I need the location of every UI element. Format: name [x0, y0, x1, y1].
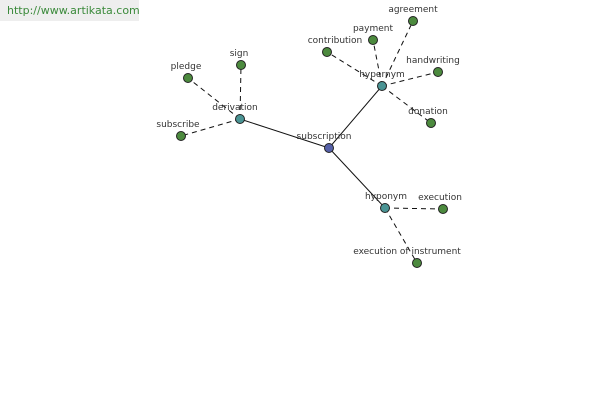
graph-nodes: [176, 16, 448, 268]
label-handwriting[interactable]: handwriting: [406, 56, 460, 66]
edge-derivation-to-pledge: [187, 77, 241, 120]
label-sign[interactable]: sign: [230, 49, 249, 59]
label-subscribe[interactable]: subscribe: [156, 120, 200, 130]
label-execution[interactable]: execution: [418, 193, 462, 203]
node-hyponym[interactable]: [380, 203, 390, 213]
label-agreement[interactable]: agreement: [388, 5, 438, 15]
site-url-banner[interactable]: http://www.artikata.com: [0, 0, 139, 21]
node-subscribe[interactable]: [176, 131, 186, 141]
node-agreement[interactable]: [408, 16, 418, 26]
node-payment[interactable]: [368, 35, 378, 45]
edge-hypernym-to-payment: [372, 39, 383, 87]
label-payment[interactable]: payment: [353, 24, 394, 34]
node-pledge[interactable]: [183, 73, 193, 83]
edge-derivation-to-sign: [239, 64, 242, 120]
graph-edges: [180, 20, 444, 264]
node-hypernym[interactable]: [377, 81, 387, 91]
node-donation[interactable]: [426, 118, 436, 128]
edge-derivation-to-subscribe: [180, 118, 241, 137]
graph-labels: subscription derivation hypernym hyponym ple…: [156, 5, 462, 257]
label-hyponym[interactable]: hyponym: [365, 192, 407, 202]
node-subscription[interactable]: [324, 143, 334, 153]
node-derivation[interactable]: [235, 114, 245, 124]
label-derivation[interactable]: derivation: [212, 103, 258, 113]
label-contribution[interactable]: contribution: [308, 36, 363, 46]
edge-hypernym-to-handwriting: [381, 71, 439, 87]
label-hypernym[interactable]: hypernym: [359, 70, 405, 80]
edge-hyponym-to-execution-of-instrument: [384, 207, 418, 264]
label-donation[interactable]: donation: [408, 107, 448, 117]
edge-subscription-to-hypernym: [328, 85, 383, 149]
node-contribution[interactable]: [322, 47, 332, 57]
edge-hypernym-to-donation: [381, 85, 432, 124]
edge-subscription-to-derivation: [239, 118, 330, 149]
label-subscription[interactable]: subscription: [297, 132, 352, 142]
node-execution[interactable]: [438, 204, 448, 214]
edge-hypernym-to-agreement: [381, 20, 414, 87]
node-execution-of-instrument[interactable]: [412, 258, 422, 268]
node-handwriting[interactable]: [433, 67, 443, 77]
node-sign[interactable]: [236, 60, 246, 70]
label-execution-of-instrument[interactable]: execution of instrument: [353, 247, 461, 257]
edge-hypernym-to-contribution: [326, 51, 383, 87]
edge-hyponym-to-execution: [384, 207, 444, 210]
edge-subscription-to-hyponym: [328, 147, 386, 209]
label-pledge[interactable]: pledge: [171, 62, 202, 72]
